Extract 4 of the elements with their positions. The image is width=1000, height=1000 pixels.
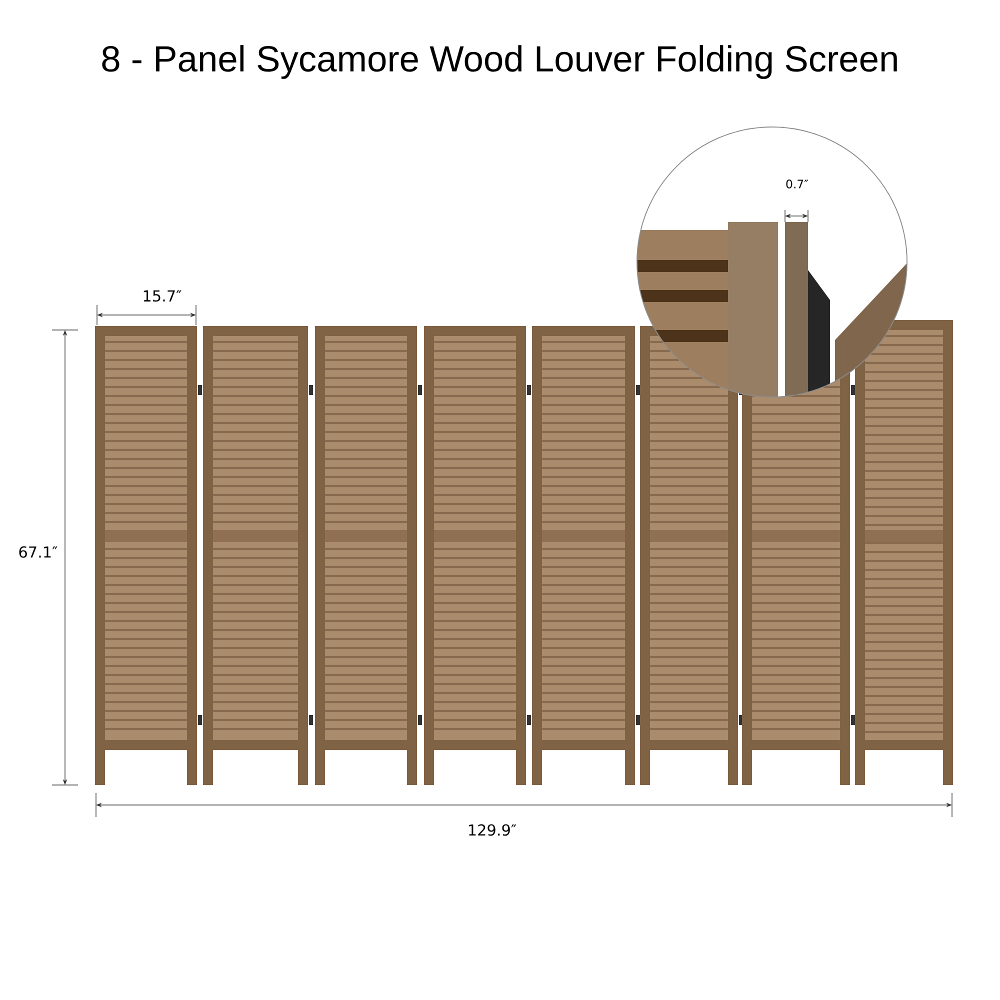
dimension-label: 129.9″ xyxy=(466,823,518,837)
title: 8 - Panel Sycamore Wood Louver Folding Screen xyxy=(102,45,897,79)
dimension-label: 67.1″ xyxy=(17,545,59,559)
dimension-label: 15.7″ xyxy=(141,289,183,303)
